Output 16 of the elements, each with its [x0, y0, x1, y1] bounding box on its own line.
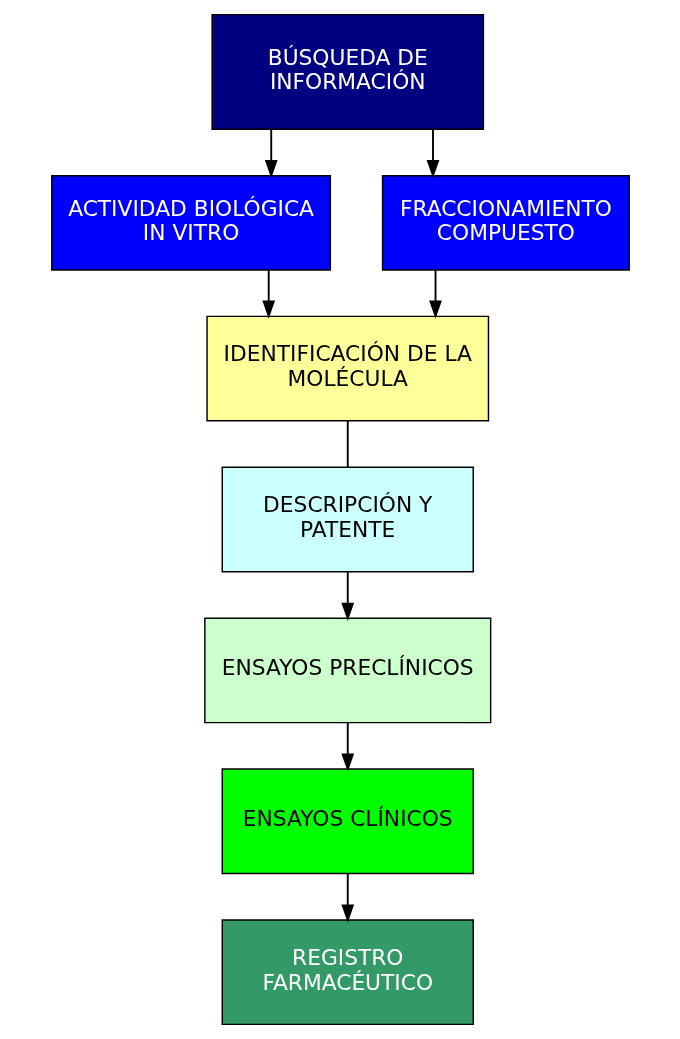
arrow	[261, 269, 275, 319]
arrow	[264, 128, 278, 179]
connector	[346, 420, 349, 469]
arrow	[340, 570, 354, 621]
node-box: BÚSQUEDA DE INFORMACIÓN	[210, 13, 484, 130]
node-box: IDENTIFICACIÓN DE LA MOLÉCULA	[205, 315, 489, 422]
node-box: ACTIVIDAD BIOLÓGICA IN VITRO	[50, 174, 331, 271]
node-box: REGISTRO FARMACÉUTICO	[221, 919, 474, 1026]
node-box: DESCRIPCIÓN Y PATENTE	[221, 466, 474, 573]
node-box: ENSAYOS CLÍNICOS	[221, 768, 474, 875]
node-box: ENSAYOS PRECLÍNICOS	[203, 617, 491, 724]
arrow	[426, 128, 439, 179]
arrow	[340, 872, 354, 923]
arrow	[340, 721, 354, 772]
node-box: FRACCIONAMIENTO COMPUESTO	[381, 174, 630, 271]
arrow	[428, 269, 442, 319]
